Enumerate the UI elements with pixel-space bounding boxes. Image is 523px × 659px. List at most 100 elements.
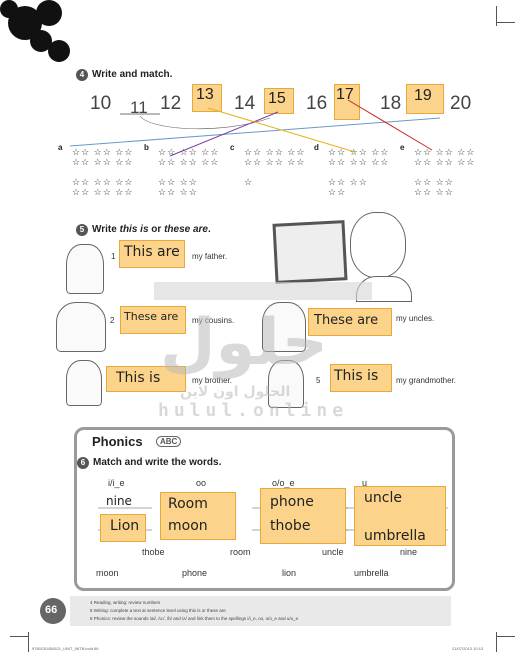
group-label-d: d xyxy=(314,143,319,152)
word-bank-item: lion xyxy=(282,568,297,578)
handwritten-answer: phone xyxy=(270,494,314,510)
group-label-c: c xyxy=(230,143,235,152)
crop-mark xyxy=(497,22,515,23)
answer-box xyxy=(330,364,392,392)
answer-text: These are xyxy=(314,313,379,328)
crop-mark xyxy=(28,632,29,652)
uncles-illustration xyxy=(262,302,306,352)
sentence-text: my brother. xyxy=(192,376,233,385)
crop-mark xyxy=(496,632,497,652)
number-19: 19 xyxy=(414,87,432,104)
number-10: 10 xyxy=(90,93,112,114)
answer-box-15 xyxy=(264,88,294,114)
group-label-a: a xyxy=(58,143,63,152)
word-bank-item: umbrella xyxy=(354,568,389,578)
corner-blob-3 xyxy=(30,30,52,52)
title-part: or xyxy=(148,224,165,235)
watermark-latin: hulul.online xyxy=(158,400,349,421)
item-number: 2 xyxy=(110,316,115,325)
answer-box xyxy=(106,366,186,392)
answer-box xyxy=(308,308,392,336)
group-label-e: e xyxy=(400,143,405,152)
print-info-left: 9780230454521_UNIT_06TB.indd 66 xyxy=(32,646,99,651)
answer-box xyxy=(160,492,236,540)
footer-note: 6 Phonics: review the sounds /ai/, /u:/,… xyxy=(90,616,299,621)
watermark-arabic: الحلول اون لاين xyxy=(180,384,291,400)
handwritten-answer: Lion xyxy=(110,518,140,534)
answer-box-19 xyxy=(406,84,444,114)
item-number: 1 xyxy=(111,252,116,261)
footer-notes xyxy=(70,596,451,626)
star-group-d: ☆☆ ☆☆ ☆☆ ☆☆ ☆☆ ☆☆ ☆☆ ☆☆ ☆☆ xyxy=(328,147,390,197)
crop-mark xyxy=(497,636,515,637)
section-5-title: Write this is or these are. xyxy=(92,224,211,235)
star-group-a: ☆☆ ☆☆ ☆☆ ☆☆ ☆☆ ☆☆ ☆☆ ☆☆ ☆☆ ☆☆ ☆☆ ☆☆ xyxy=(72,147,134,197)
watermark-bar xyxy=(154,282,372,300)
footer-note: 4 Reading, writing: review numbers xyxy=(90,600,161,605)
handwritten-answer: Room xyxy=(168,496,208,512)
sentence-text: my father. xyxy=(192,252,228,261)
answer-text: This are xyxy=(124,244,180,260)
sound-header: o/o_e xyxy=(272,478,295,488)
section-6-number: 6 xyxy=(77,457,89,469)
answer-text: These are xyxy=(124,310,179,323)
sound-header: i/i_e xyxy=(108,478,125,488)
number-17: 17 xyxy=(336,86,354,103)
father-illustration xyxy=(66,244,104,294)
number-14: 14 xyxy=(234,93,256,114)
title-part: Write xyxy=(92,224,120,235)
corner-blob-5 xyxy=(0,0,18,18)
footer-note: 5 Writing: complete a text at sentence l… xyxy=(90,608,226,613)
phonics-title: Phonics xyxy=(92,434,143,449)
star-group-c: ☆☆ ☆☆ ☆☆ ☆☆ ☆☆ ☆☆ ☆ xyxy=(244,147,306,187)
answer-box xyxy=(119,240,185,268)
title-part: . xyxy=(208,224,211,235)
match-line-a xyxy=(69,117,441,147)
phonics-badge: ABC xyxy=(156,436,182,447)
girl-head xyxy=(350,212,406,278)
handwritten-answer: moon xyxy=(168,518,208,534)
sound-header: u xyxy=(362,478,368,488)
corner-blob-2 xyxy=(36,0,62,26)
number-13: 13 xyxy=(196,86,214,103)
answer-box-17 xyxy=(334,84,360,120)
phonics-box xyxy=(74,427,455,591)
brother-illustration xyxy=(66,360,102,406)
section-6-title: Match and write the words. xyxy=(93,457,222,468)
number-20: 20 xyxy=(450,93,472,114)
number-16: 16 xyxy=(306,93,328,114)
match-line-d xyxy=(207,107,356,153)
print-info-right: 21/07/2013 10:13 xyxy=(452,646,484,651)
page-number-badge xyxy=(40,598,66,624)
title-em: this is xyxy=(119,224,149,235)
number-15: 15 xyxy=(268,90,286,107)
number-11: 11 xyxy=(130,98,148,117)
section-4-title: Write and match. xyxy=(92,69,173,80)
sentence-text: my cousins. xyxy=(192,316,235,325)
watermark-logo: حلول xyxy=(160,306,328,380)
star-group-e: ☆☆ ☆☆ ☆☆ ☆☆ ☆☆ ☆☆ ☆☆ ☆☆ ☆☆ ☆☆ xyxy=(414,147,476,197)
page-number: 66 xyxy=(45,604,58,616)
crop-mark xyxy=(10,636,28,637)
word-bank-item: moon xyxy=(96,568,119,578)
answer-text: This is xyxy=(116,370,161,386)
section-5-number: 5 xyxy=(76,224,88,236)
cousins-illustration xyxy=(56,302,106,352)
handwritten-answer: uncle xyxy=(364,490,402,506)
answer-box xyxy=(120,306,186,334)
match-line-b xyxy=(169,111,279,157)
word-bank-item: phone xyxy=(182,568,208,578)
handwritten-answer: umbrella xyxy=(364,528,426,544)
handwritten-answer: nine xyxy=(106,494,132,508)
star-group-b: ☆☆ ☆☆ ☆☆ ☆☆ ☆☆ ☆☆ ☆☆ ☆☆ ☆☆ ☆☆ xyxy=(158,147,220,197)
number-18: 18 xyxy=(380,93,402,114)
answer-box xyxy=(100,514,146,542)
handwritten-answer: thobe xyxy=(270,518,311,534)
sentence-text: my uncles. xyxy=(396,314,435,323)
crop-mark xyxy=(496,6,497,26)
answer-box xyxy=(260,488,346,544)
word-bank-item: uncle xyxy=(322,547,344,557)
sound-header: oo xyxy=(196,478,207,488)
